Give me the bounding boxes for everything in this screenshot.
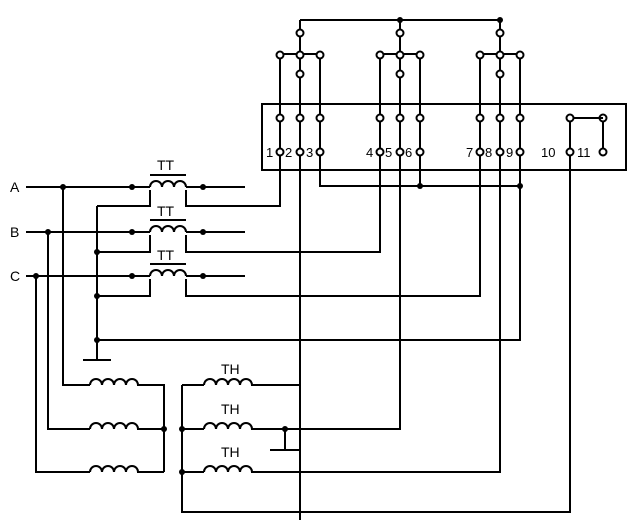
top-bus: [299, 17, 503, 520]
ct-label-b: TT: [157, 203, 175, 219]
current-transformer-b: TT: [97, 156, 381, 253]
terminal-number-10: 10: [541, 145, 555, 160]
phase-label-a: A: [10, 179, 20, 195]
terminal-number-9: 9: [506, 145, 513, 160]
ct-label-c: TT: [157, 247, 175, 263]
vt-primaries: [35, 187, 167, 473]
vt-label-1: TH: [221, 361, 240, 377]
ct-common-ground: [83, 156, 523, 361]
terminal-number-11: 11: [577, 145, 591, 160]
terminal-number-6: 6: [405, 145, 412, 160]
switch-assembly-2: [375, 28, 425, 114]
phase-lines: A B C: [10, 179, 245, 284]
terminal-number-7: 7: [466, 145, 473, 160]
switch-assembly-3: [475, 28, 525, 114]
phase-label-b: B: [10, 224, 19, 240]
terminal-block: 1 2 3 4 5 6 7 8 9 10 11: [261, 103, 627, 171]
phase-label-c: C: [10, 268, 20, 284]
current-transformer-c: TT: [97, 156, 481, 297]
ct-label-a: TT: [157, 157, 175, 173]
vt-secondaries: TH TH TH: [179, 156, 571, 513]
switch-assembly-1: [275, 28, 325, 114]
terminal-number-1: 1: [266, 145, 273, 160]
current-transformer-a: TT: [97, 156, 281, 207]
terminal-number-8: 8: [485, 145, 492, 160]
terminal-number-3: 3: [306, 145, 313, 160]
terminal-number-4: 4: [366, 145, 373, 160]
vt-label-3: TH: [221, 444, 240, 460]
vt-label-2: TH: [221, 401, 240, 417]
terminal-number-2: 2: [285, 145, 292, 160]
terminal-number-5: 5: [385, 145, 392, 160]
